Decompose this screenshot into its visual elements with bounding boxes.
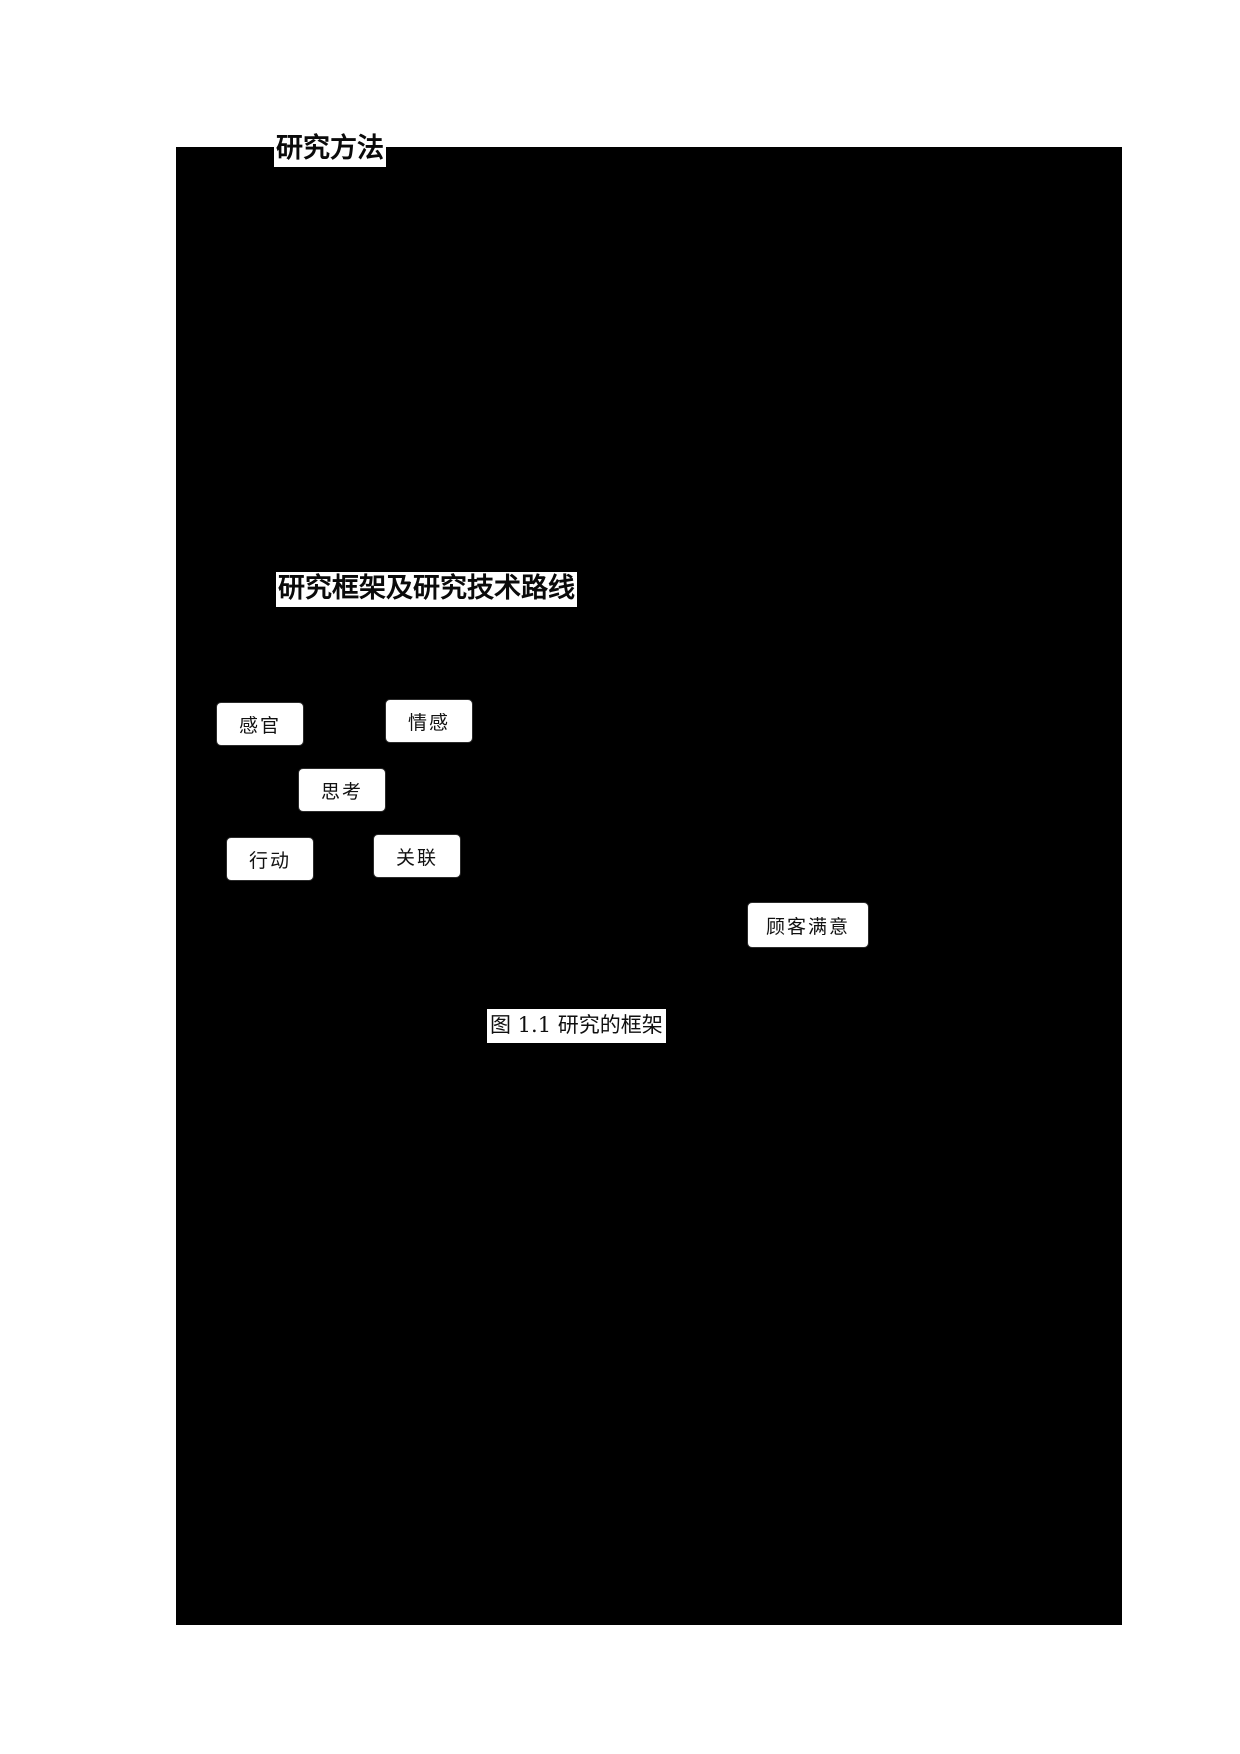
diagram-node-customer-satisfaction: 顾客满意: [747, 902, 869, 948]
heading-research-framework: 研究框架及研究技术路线: [276, 572, 577, 607]
diagram-node-action: 行动: [226, 837, 314, 881]
diagram-node-relate: 关联: [373, 834, 461, 878]
figure-caption: 图 1.1 研究的框架: [487, 1009, 666, 1044]
diagram-node-think: 思考: [298, 768, 386, 812]
document-page-plate: [176, 147, 1122, 1625]
diagram-node-emotion: 情感: [385, 699, 473, 743]
heading-research-method: 研究方法: [274, 132, 386, 167]
diagram-node-sense: 感官: [216, 702, 304, 746]
